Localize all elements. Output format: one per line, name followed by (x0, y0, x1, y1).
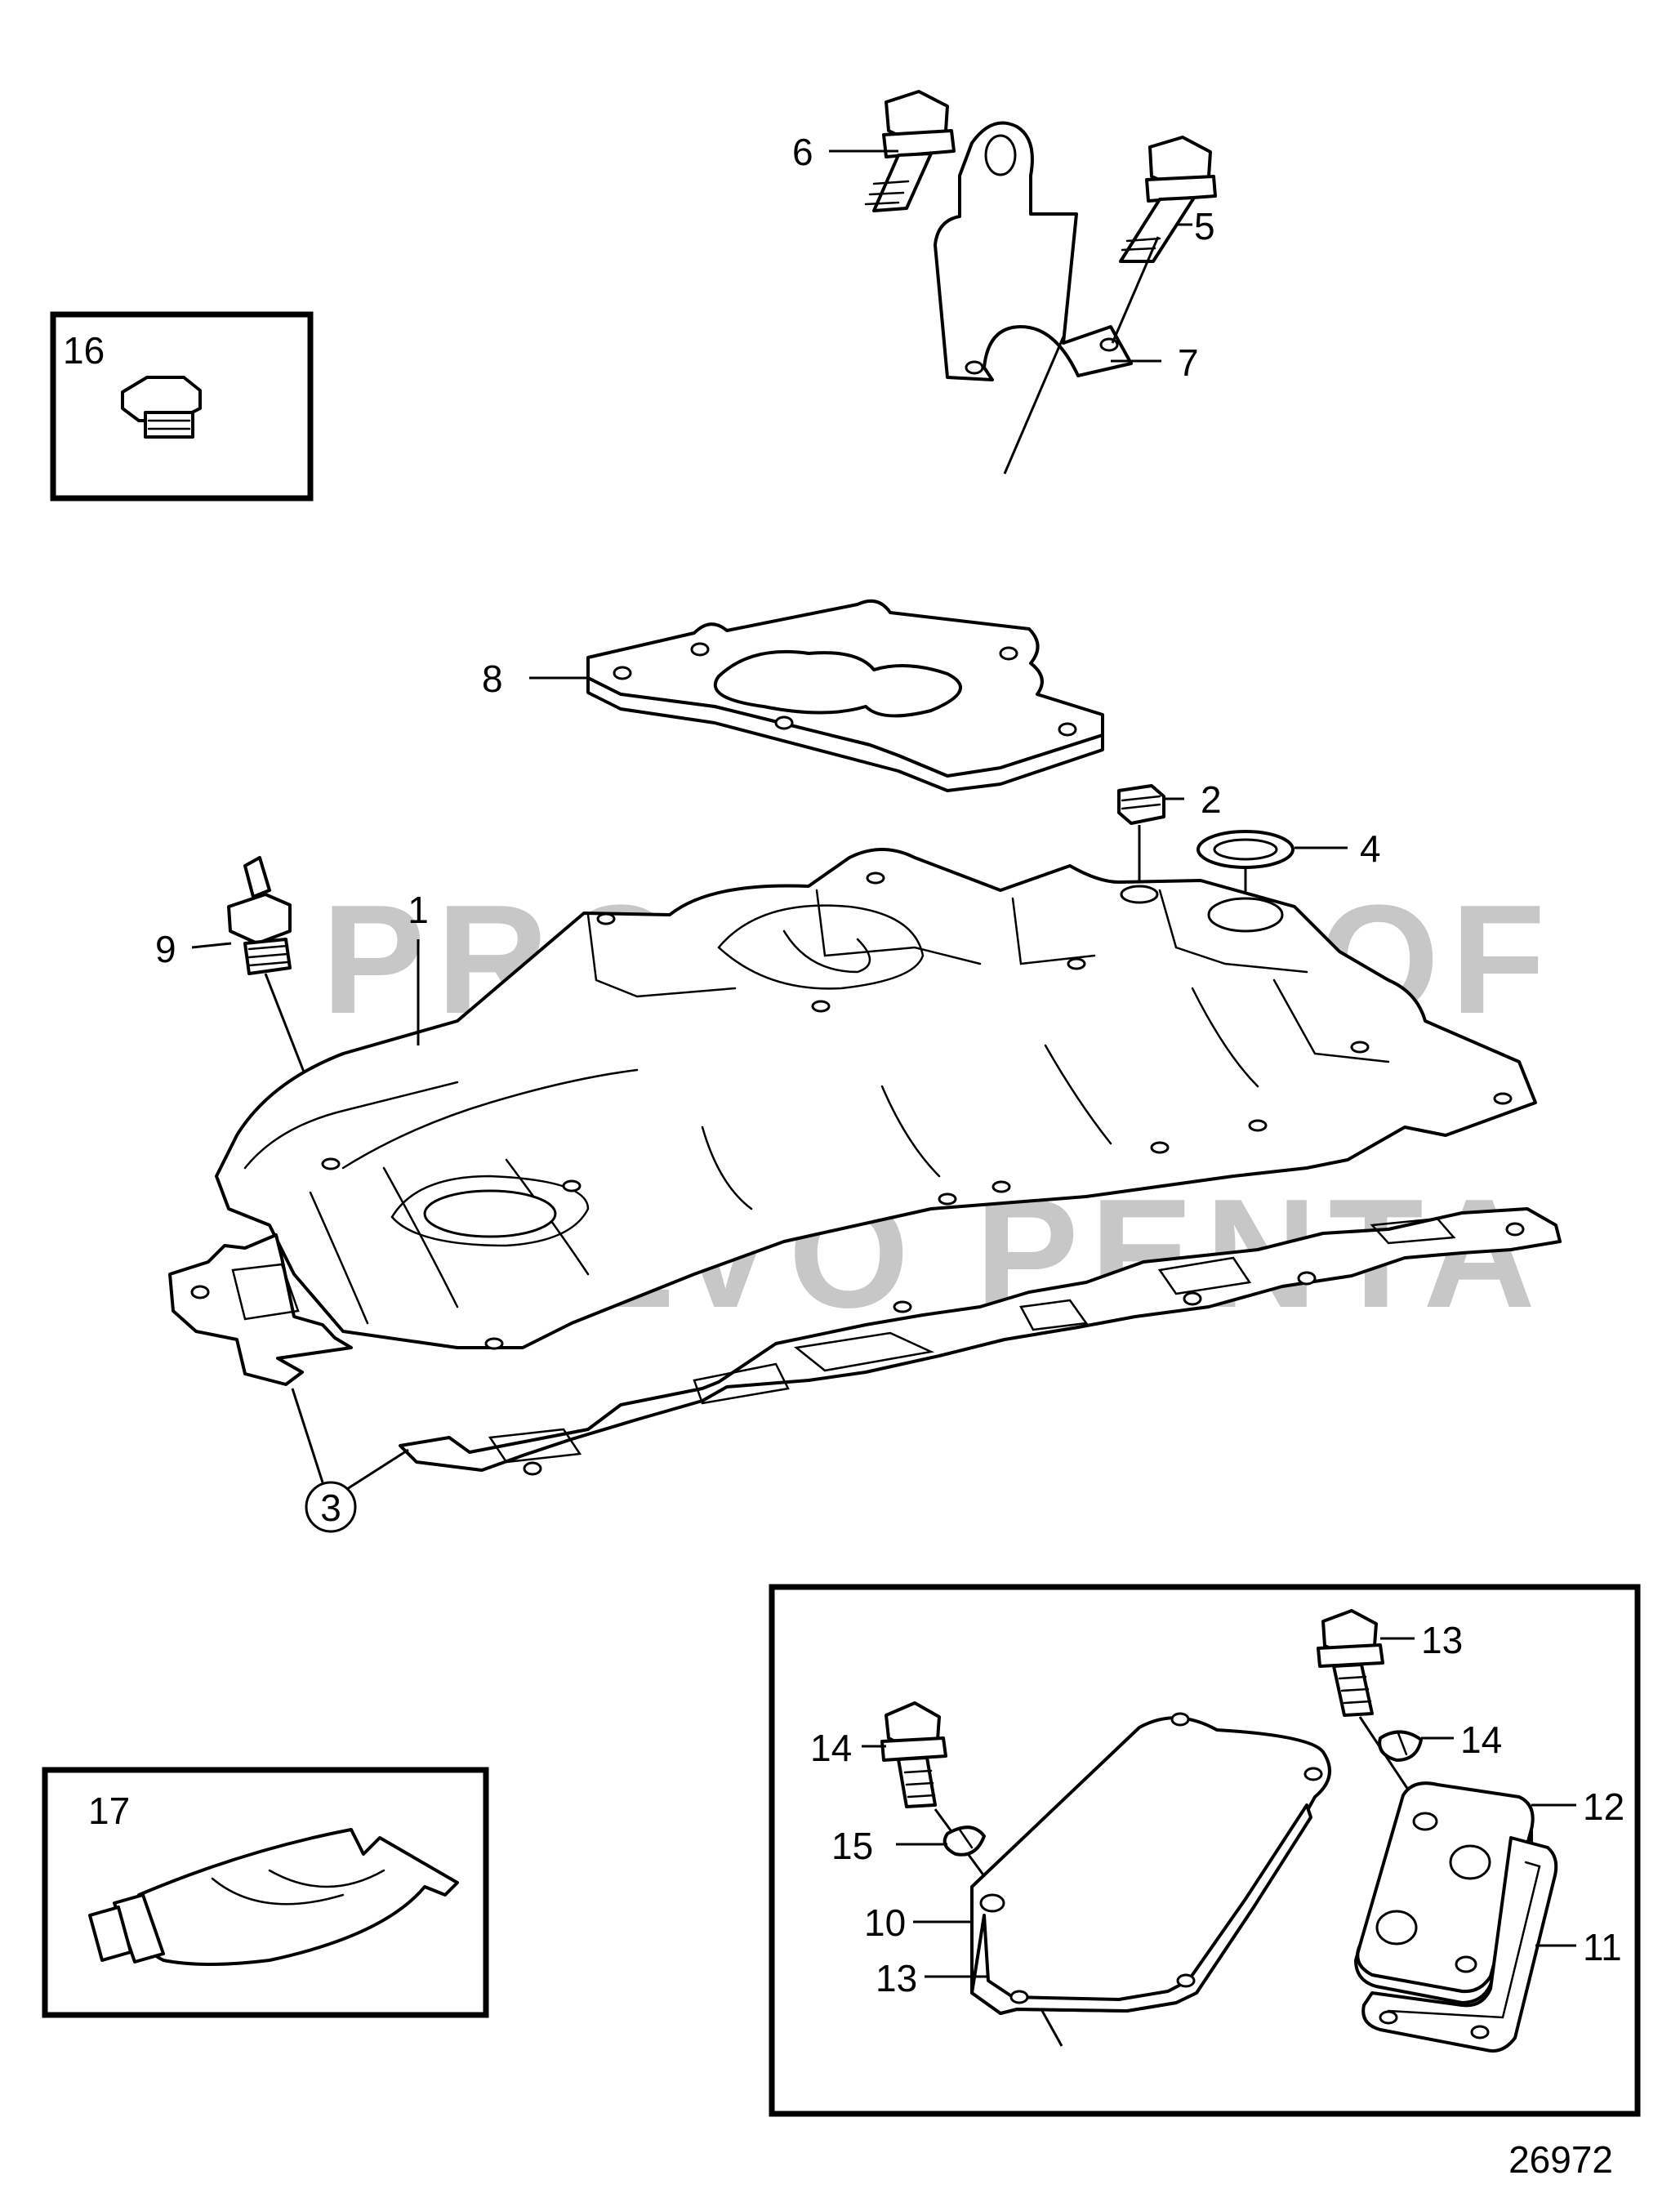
plug-2 (1117, 784, 1165, 825)
diagram-id: 26972 (1508, 2138, 1613, 2181)
plug-16 (121, 376, 202, 439)
detail-box-10-15 (769, 1584, 1641, 2117)
callout-label-13-upper: 13 (1421, 1619, 1463, 1661)
bracket-7 (934, 121, 1133, 381)
callout-label-3: 3 (320, 1487, 341, 1529)
detail-box-16 (50, 311, 314, 501)
callout-label-10: 10 (864, 1901, 906, 1944)
callout-label-17: 17 (88, 1790, 130, 1832)
sealant-tube-17 (88, 1828, 459, 1966)
intake-manifold-1 (215, 848, 1537, 1350)
callout-label-13-lower: 13 (876, 1957, 917, 1999)
callout-label-7: 7 (1178, 341, 1199, 384)
washer-4 (1196, 830, 1295, 869)
callout-3-circle (291, 1388, 409, 1533)
callout-label-15: 15 (831, 1825, 873, 1867)
callout-label-5: 5 (1194, 205, 1215, 247)
callout-label-16: 16 (63, 329, 105, 372)
callout-label-6: 6 (792, 131, 813, 173)
leader-line-9 (191, 942, 232, 949)
gasket-3-left (168, 1233, 353, 1386)
callout-label-4: 4 (1360, 827, 1381, 870)
leader-line-13-lower-b (1040, 2008, 1063, 2047)
bolt-14-left (880, 1701, 947, 1808)
spacer-plate-8 (586, 599, 1104, 792)
detail-box-17 (42, 1767, 489, 2018)
bolt-13-upper (1317, 1609, 1384, 1717)
leader-line-7-lower (1003, 334, 1066, 475)
cover-plate-10 (970, 1712, 1331, 2015)
callout-label-1: 1 (408, 889, 429, 931)
washer-14-right (1378, 1730, 1423, 1762)
bolt-6 (864, 90, 956, 212)
gasket-11 (1361, 1836, 1558, 2053)
leader-line-9-down (264, 973, 308, 1079)
callout-label-14-right: 14 (1460, 1718, 1502, 1761)
temp-sender-9 (227, 856, 292, 975)
leader-line-5-bolt (1111, 236, 1160, 344)
bolt-5 (1119, 136, 1217, 263)
callout-label-11: 11 (1583, 1926, 1622, 1968)
callout-label-9: 9 (155, 928, 176, 970)
callout-label-14-left: 14 (810, 1727, 852, 1769)
callout-label-2: 2 (1201, 778, 1222, 821)
gasket-3-right (399, 1207, 1562, 1476)
washer-15 (942, 1825, 986, 1857)
callout-label-12: 12 (1583, 1785, 1624, 1828)
callout-label-8: 8 (482, 658, 503, 700)
